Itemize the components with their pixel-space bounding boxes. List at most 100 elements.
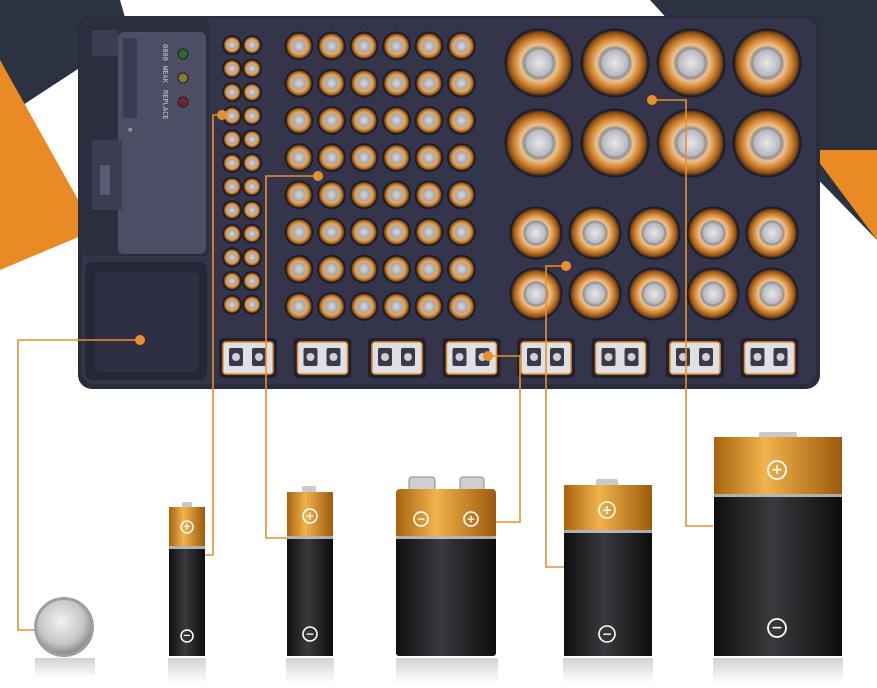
weak-light-icon (177, 72, 189, 84)
aa-slot-cap (286, 293, 312, 320)
aaa-slot-cap (243, 248, 261, 266)
9v-contact-icon (255, 353, 263, 361)
c-slot-cap (688, 208, 738, 258)
aa-slot-cap (318, 181, 345, 208)
aa-slot-cap (286, 219, 312, 245)
tester-label-replace: REPLACE (161, 90, 169, 120)
9v-contact-icon (776, 353, 785, 361)
aa-slot-cap (286, 256, 312, 283)
d-slot-cap (506, 30, 572, 96)
d-slot-cap (658, 30, 724, 96)
aaa-slot-cap (223, 296, 241, 314)
c-plus-sign: + (602, 503, 612, 517)
aaa-slot-cap (243, 130, 261, 148)
aaa-slot-cap (223, 83, 241, 101)
c-slot-cap (570, 269, 620, 319)
aaa-minus-sign: − (183, 631, 191, 642)
aa-plus-icon (302, 508, 318, 524)
c-battery: + − (564, 479, 652, 656)
aa-slot-cap (351, 144, 377, 171)
aa-slot-cap (416, 144, 442, 171)
aa-slot-cap (318, 70, 345, 97)
d-slot-cap (734, 30, 800, 96)
c-slot-cap (629, 269, 679, 319)
9v-contact-icon (232, 353, 240, 361)
9v-slot-row (219, 338, 799, 378)
aa-slot-cap (351, 107, 377, 134)
aaa-slot-cap (223, 272, 241, 290)
aa-slot-cap (383, 33, 410, 59)
aa-slot-cap (318, 219, 345, 245)
aa-slot-cap (286, 181, 312, 208)
storage-compartment (85, 262, 207, 380)
aa-slot-cap (448, 33, 475, 59)
aa-slot-cap (351, 70, 377, 97)
c-minus-sign: − (602, 627, 612, 641)
c-slot-cap (747, 269, 797, 319)
9v-minus-icon (413, 511, 429, 527)
d-minus-sign: − (771, 620, 783, 636)
aaa-slot-cap (243, 272, 261, 290)
aa-slot-cap (318, 144, 345, 171)
aaa-slot-cap (243, 36, 261, 54)
aaa-slot-cap (243, 201, 261, 219)
9v-contact-icon (679, 353, 687, 361)
d-slot-cap (582, 110, 648, 176)
aa-slot-cap (416, 33, 442, 59)
d-minus-icon (767, 618, 787, 638)
aaa-slot-cap (243, 178, 261, 196)
aaa-slot-cap (223, 60, 241, 78)
aa-slot-cap (416, 219, 442, 245)
aaa-slot-cap (243, 83, 261, 101)
aa-slot-cap (416, 181, 442, 208)
aa-slot-cap (448, 70, 475, 97)
ok-light-icon (177, 48, 189, 60)
aa-slot-cap (448, 144, 475, 171)
aa-slot-cap (383, 70, 410, 97)
aaa-slot-cap (223, 178, 241, 196)
tester-indicator-lights (177, 48, 189, 108)
leader-line-aa (265, 175, 318, 539)
9v-plus-sign: + (466, 513, 475, 526)
floor-reflections (35, 658, 843, 683)
d-slot-grid (504, 28, 802, 178)
aaa-slot-cap (223, 154, 241, 172)
aa-battery: + − (287, 486, 333, 656)
c-slot-cap (570, 208, 620, 258)
9v-contact-icon (702, 353, 710, 361)
aaa-slot-cap (223, 248, 241, 266)
d-plus-icon (767, 460, 787, 480)
battery-tester: 0000 WEAK REPLACE ⊕ (82, 18, 209, 256)
aa-slot-cap (318, 33, 345, 59)
aa-slot-cap (383, 256, 410, 283)
d-slot-cap (658, 110, 724, 176)
9v-contact-icon (404, 353, 412, 361)
aa-minus-sign: − (305, 628, 314, 641)
9v-battery: − + (396, 476, 496, 656)
aaa-slot-cap (223, 130, 241, 148)
aa-slot-cap (286, 107, 312, 134)
d-slot-cap (506, 110, 572, 176)
tester-label-weak: WEAK (161, 66, 169, 84)
aa-slot-cap (383, 107, 410, 134)
d-slot-cap (582, 30, 648, 96)
aa-slot-cap (383, 181, 410, 208)
tester-label-ok: 0000 (161, 44, 169, 61)
aa-slot-cap (448, 293, 475, 320)
d-slot-cap (734, 110, 800, 176)
aa-plus-sign: + (305, 510, 314, 523)
aa-slot-cap (416, 293, 442, 320)
aaa-plus-sign: + (183, 522, 191, 533)
aa-slot-cap (416, 70, 442, 97)
aa-slot-cap (383, 219, 410, 245)
aaa-minus-icon (180, 629, 194, 643)
leader-dots (135, 95, 657, 361)
aaa-slot-cap (223, 36, 241, 54)
aa-slot-cap (351, 256, 377, 283)
leader-line-c (545, 265, 566, 568)
aa-slot-cap (448, 107, 475, 134)
coin-cell-battery (34, 597, 94, 657)
aa-minus-icon (302, 626, 318, 642)
9v-contact-icon (553, 353, 561, 361)
